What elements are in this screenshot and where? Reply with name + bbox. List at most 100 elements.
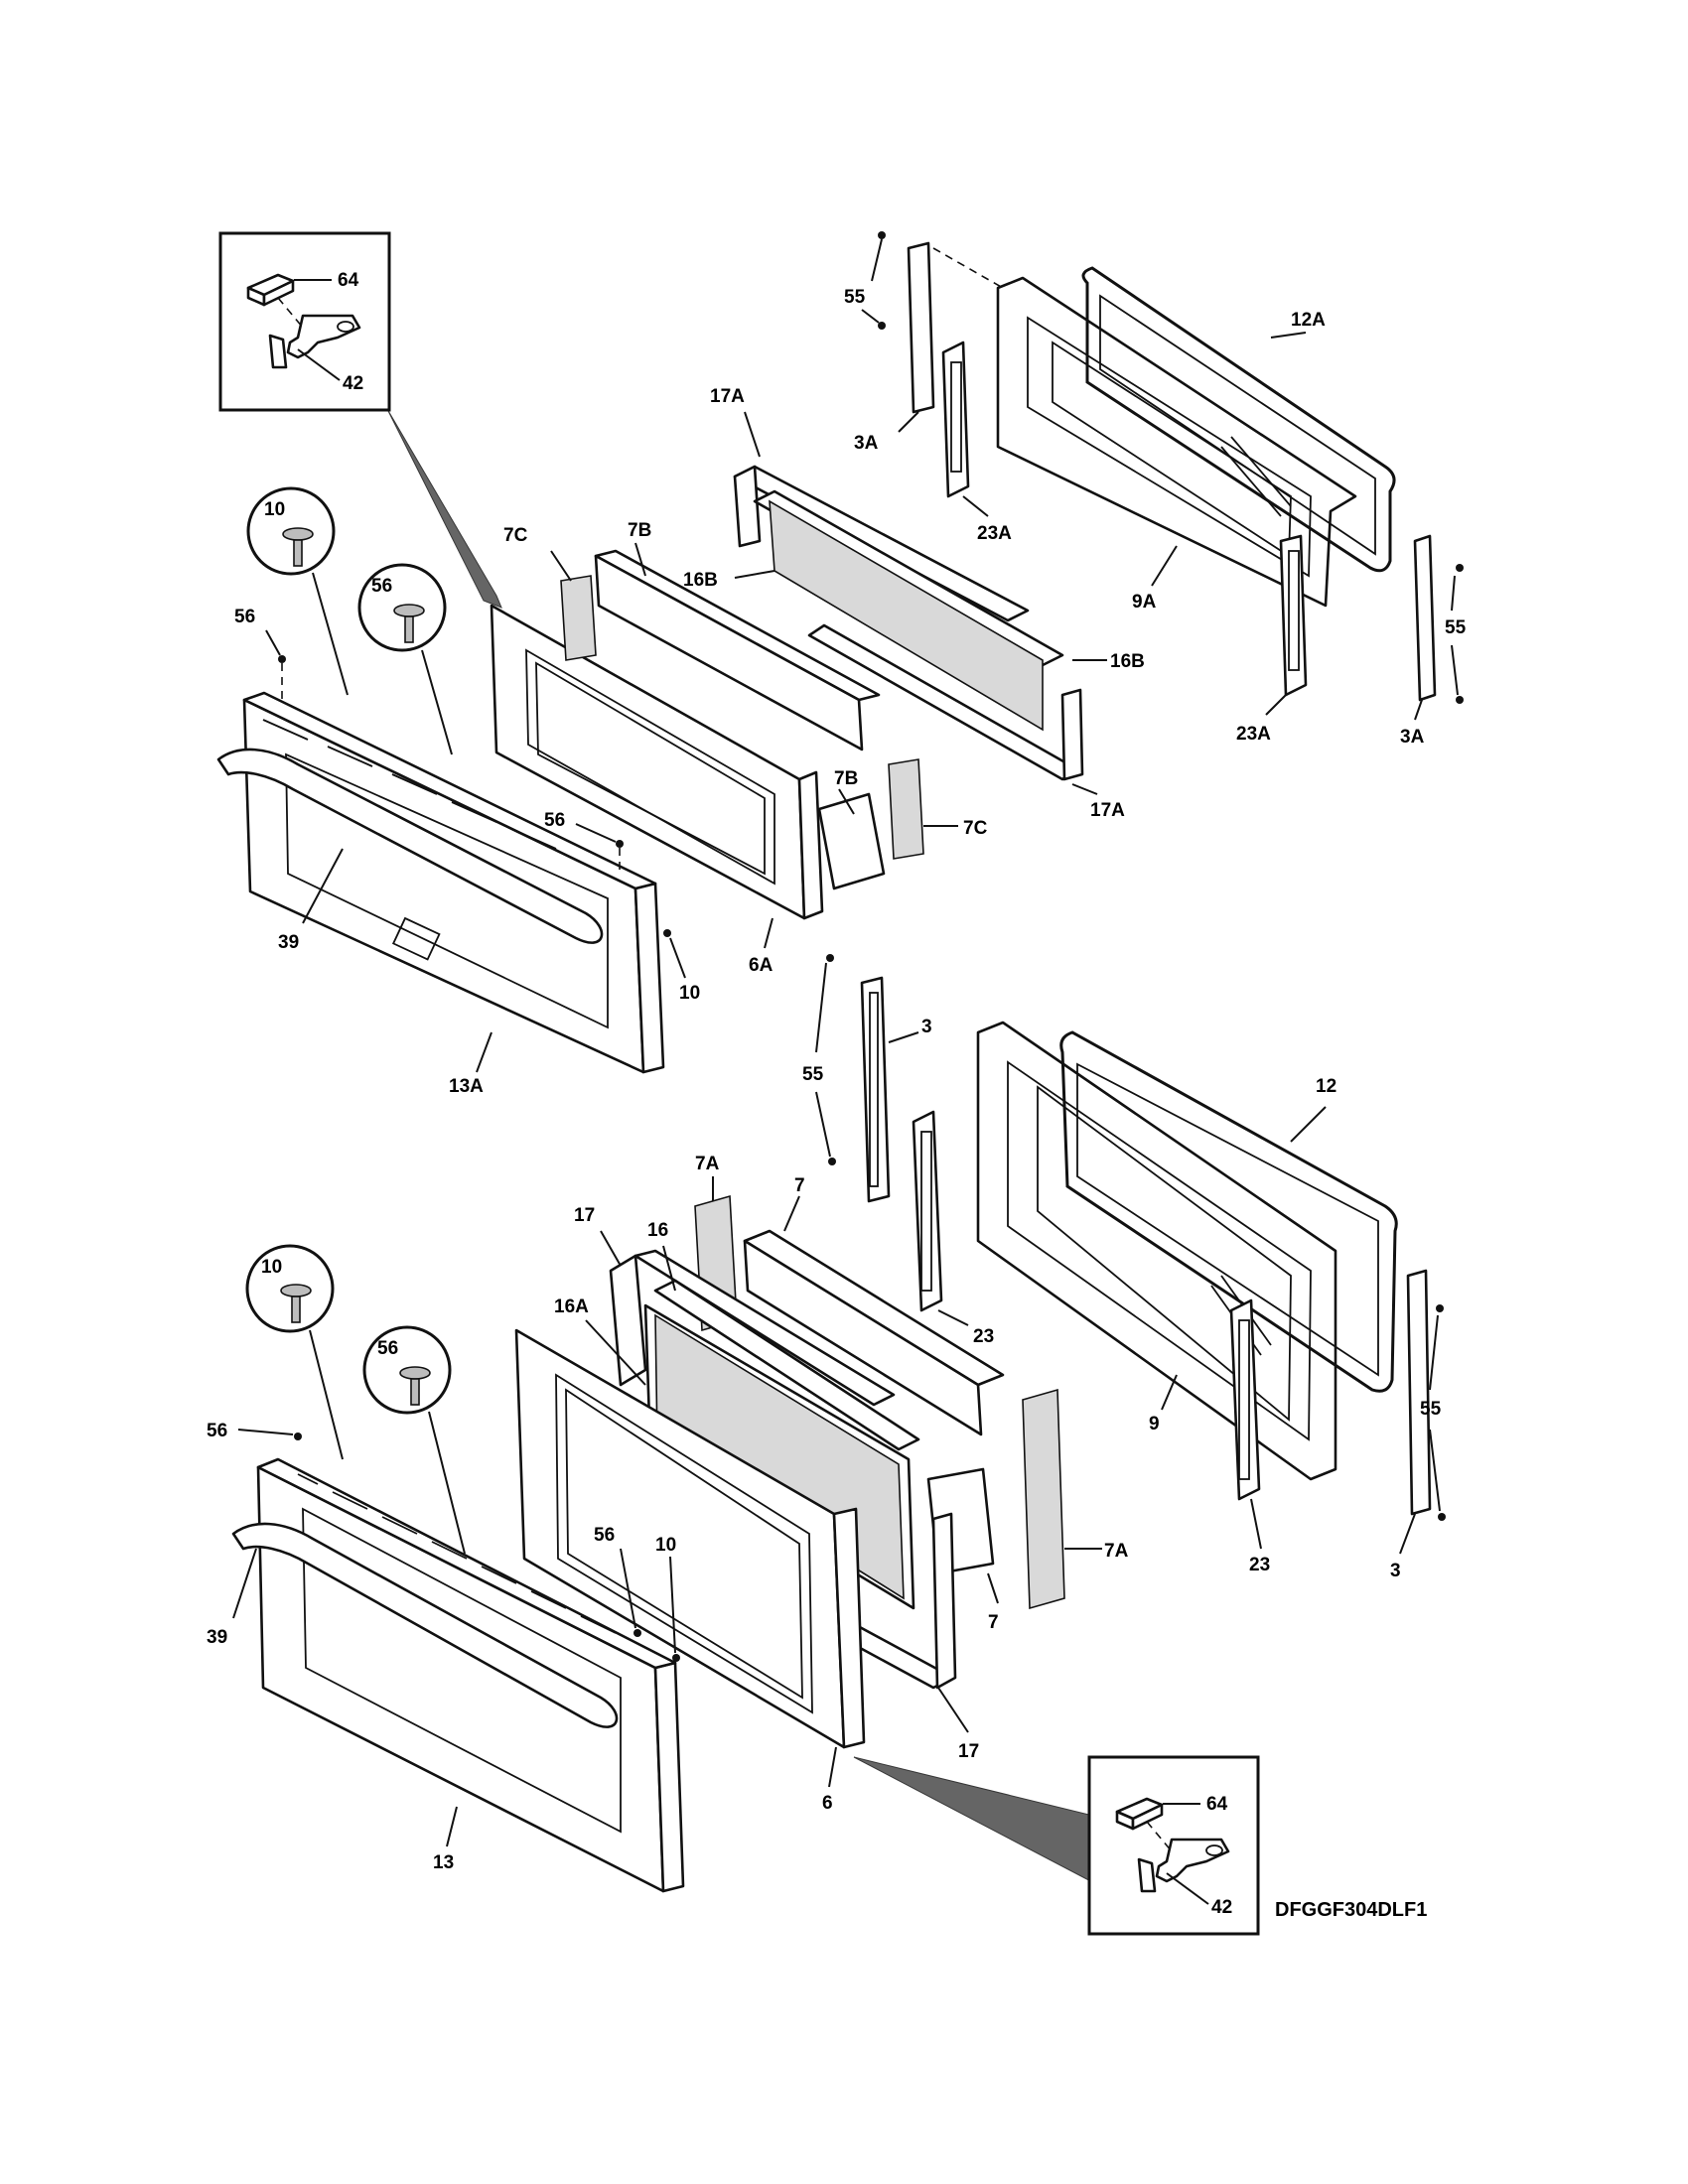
callout-9: 9 — [1149, 1414, 1160, 1434]
callout-10-circle-lower: 10 — [261, 1257, 282, 1278]
callout-12: 12 — [1316, 1076, 1336, 1097]
inner-door-frame-6 — [514, 1328, 866, 1749]
callout-3-bottom: 3 — [1390, 1561, 1401, 1581]
callout-12A: 12A — [1291, 310, 1326, 331]
callout-23-left: 23 — [973, 1326, 994, 1347]
callout-9A: 9A — [1132, 592, 1157, 613]
callout-39-upper: 39 — [278, 932, 299, 953]
callout-13A: 13A — [449, 1076, 484, 1097]
side-channel-3A-left — [907, 241, 935, 414]
callout-7B-top: 7B — [628, 520, 651, 541]
callout-3-top: 3 — [921, 1017, 932, 1037]
callout-17-top: 17 — [574, 1205, 595, 1226]
callout-16: 16 — [647, 1220, 668, 1241]
callout-23A-left: 23A — [977, 523, 1012, 544]
door-handle-39-upper — [216, 748, 604, 944]
leader-10-lower — [309, 1329, 344, 1460]
side-channel-3-left — [860, 976, 891, 1203]
lower-inset-pointer — [853, 1756, 1101, 1887]
callout-6A: 6A — [749, 955, 774, 976]
callout-7C-top: 7C — [503, 525, 528, 546]
callout-3A-left: 3A — [854, 433, 879, 454]
channel-17-top — [609, 1249, 896, 1407]
callout-17A-top: 17A — [710, 386, 745, 407]
callout-7C-bottom: 7C — [963, 818, 988, 839]
spacer-block-icon — [246, 273, 295, 307]
screws-55-upper-left — [861, 231, 886, 330]
door-handle-39-lower — [231, 1522, 619, 1728]
hinge-23A-left — [941, 341, 970, 498]
lower-inset-detail: 64 42 — [1087, 1755, 1260, 1936]
callout-23-right: 23 — [1249, 1555, 1270, 1575]
side-channel-3A-right — [1413, 534, 1437, 702]
spacer-block-icon — [1115, 1797, 1164, 1831]
callout-42-upper: 42 — [343, 373, 363, 394]
vent-slots-upper — [262, 719, 557, 850]
leader-10-upper — [312, 572, 349, 696]
channel-17A-bottom — [807, 623, 1084, 781]
leader-56-upper — [421, 649, 453, 755]
callout-23A-right: 23A — [1236, 724, 1271, 745]
callout-7-bottom: 7 — [988, 1612, 999, 1633]
leader-56-lower — [428, 1411, 466, 1555]
callout-55-upper-right: 55 — [1445, 617, 1467, 638]
callout-17-bottom: 17 — [958, 1741, 979, 1762]
inner-door-frame-6A — [490, 604, 824, 920]
callout-7A-bottom: 7A — [1104, 1541, 1129, 1562]
callout-13: 13 — [433, 1852, 454, 1873]
callout-7B-bottom: 7B — [834, 768, 858, 789]
callout-64-upper: 64 — [338, 270, 359, 291]
callout-56-left-upper: 56 — [234, 607, 255, 627]
callout-7-top: 7 — [794, 1175, 805, 1196]
upper-screw-56-callout: 56 — [357, 563, 453, 755]
callout-42-lower: 42 — [1211, 1897, 1232, 1918]
lower-screw-56-callout: 56 — [362, 1325, 466, 1555]
lower-screw-10-callout: 10 — [245, 1244, 344, 1460]
insulation-7-top — [743, 1229, 1005, 1436]
upper-inset-pointer — [386, 408, 502, 609]
callout-55-lower-left: 55 — [802, 1064, 824, 1085]
callout-17A-bottom: 17A — [1090, 800, 1125, 821]
insulation-7A-bottom — [1022, 1388, 1065, 1610]
channel-17A-top — [733, 465, 1030, 622]
glass-16B — [753, 489, 1064, 732]
diagram-code: DFGGF304DLF1 — [1275, 1899, 1427, 1921]
hinge-bracket-icon — [1137, 1838, 1230, 1893]
callout-10-right-upper: 10 — [679, 983, 700, 1004]
hinge-23-left — [912, 1110, 943, 1312]
callout-16A: 16A — [554, 1297, 589, 1317]
hinge-23A-right — [1279, 534, 1308, 697]
insulation-7C-bottom — [888, 758, 924, 860]
upper-inset-detail: 64 42 — [218, 231, 502, 609]
callout-10-circle-upper: 10 — [264, 499, 285, 520]
callout-10-mid-lower: 10 — [655, 1535, 676, 1556]
callout-16B-left: 16B — [683, 570, 718, 591]
callout-7A-top: 7A — [695, 1154, 720, 1174]
callout-3A-right: 3A — [1400, 727, 1425, 748]
callout-55-lower-right: 55 — [1420, 1399, 1442, 1420]
gasket-12A — [1081, 266, 1396, 573]
callout-39-lower: 39 — [207, 1627, 227, 1648]
callout-56-mid-lower: 56 — [594, 1525, 615, 1546]
side-channel-3-right — [1406, 1269, 1432, 1516]
callout-56-circle-upper: 56 — [371, 576, 392, 597]
callout-64-lower: 64 — [1206, 1794, 1228, 1815]
callout-16B-right: 16B — [1110, 651, 1145, 672]
hinge-bracket-icon — [268, 314, 361, 369]
callout-56-left-lower: 56 — [207, 1421, 227, 1441]
screws-55-lower-right — [1429, 1304, 1446, 1521]
insulation-7B-bottom — [817, 792, 886, 890]
lower-inset-box — [1087, 1755, 1260, 1936]
hinge-23-right — [1229, 1298, 1261, 1501]
callout-6: 6 — [822, 1793, 833, 1814]
insulation-7C-top — [560, 575, 597, 661]
screws-55-upper-right — [1451, 564, 1464, 704]
callout-56-right-upper: 56 — [544, 810, 565, 831]
callout-55-upper-left: 55 — [844, 287, 866, 308]
vent-slots-lower — [297, 1473, 617, 1634]
gasket-12 — [1059, 1030, 1398, 1393]
insulation-7B-top — [594, 549, 881, 751]
callout-56-circle-lower: 56 — [377, 1338, 398, 1359]
upper-screw-10-callout: 10 — [246, 486, 349, 696]
